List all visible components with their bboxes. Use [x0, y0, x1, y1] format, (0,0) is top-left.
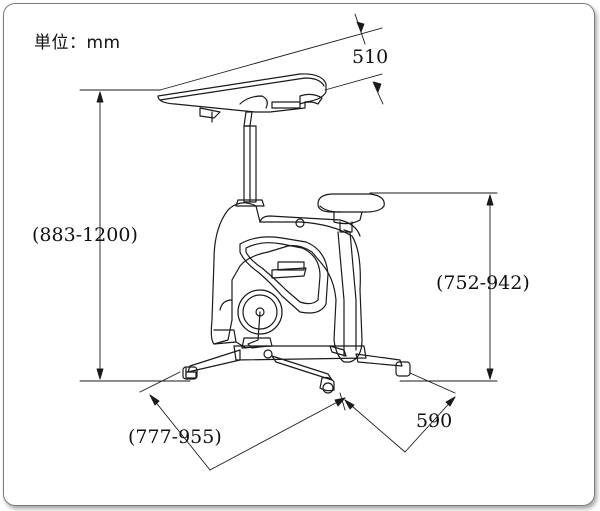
- dimension-lines: [79, 13, 498, 471]
- pedal-crank: [235, 289, 283, 349]
- desk-top: [157, 73, 327, 123]
- bike-frame: [210, 202, 363, 363]
- seat: [317, 193, 385, 233]
- dim-desk-height: (883-1200): [32, 224, 138, 246]
- dim-base-length: (777-955): [128, 426, 222, 448]
- desk-post: [235, 111, 265, 207]
- dim-desk-width: 510: [352, 46, 389, 68]
- base-legs: [182, 345, 411, 394]
- rounded-border: [3, 3, 595, 506]
- unit-label: 単位：mm: [34, 33, 121, 53]
- dim-seat-height: (752-942): [436, 272, 530, 294]
- dim-base-width: 590: [416, 410, 453, 432]
